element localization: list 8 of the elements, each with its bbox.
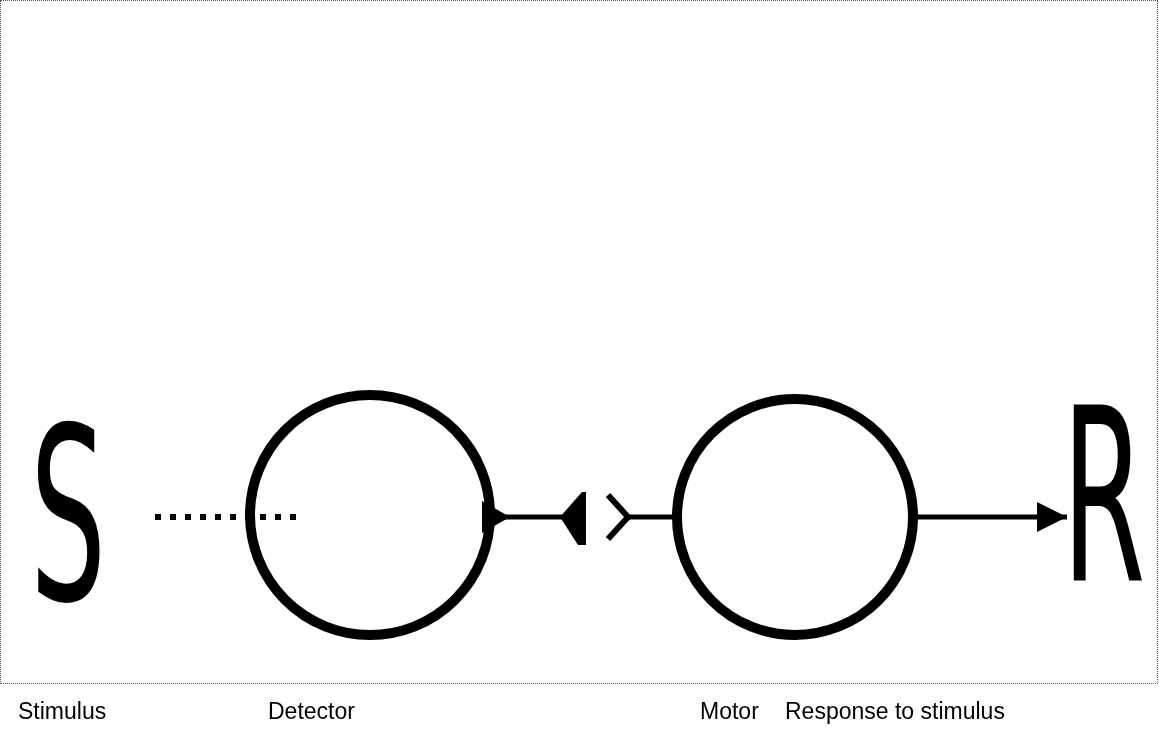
dotted-line (155, 514, 297, 520)
letter-label: R (1062, 377, 1146, 617)
letter-label: S (30, 397, 107, 637)
caption-label: Detector (268, 698, 355, 725)
caption-label: Stimulus (18, 698, 107, 725)
axon-terminal (482, 492, 586, 545)
caption-label: Motor (700, 698, 759, 725)
caption-label: Response to stimulus (785, 698, 1005, 725)
